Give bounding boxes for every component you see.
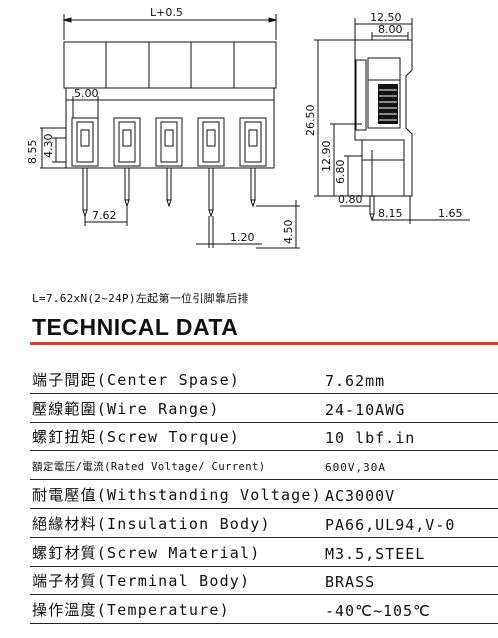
technical-data-title: TECHNICAL DATA	[32, 314, 239, 340]
spec-row-rated-voltage-current: 額定電压/電流(Rated Voltage/ Current) 600V,30A	[30, 451, 498, 481]
spec-label: 耐電壓值(Withstanding Voltage)	[32, 485, 322, 504]
spec-label: 操作溫度(Temperature)	[32, 601, 230, 620]
spec-value: M3.5,STEEL	[325, 544, 426, 563]
dim-0-80-label: 0.80	[338, 193, 363, 206]
dim-4-50-label: 4.50	[282, 220, 295, 245]
spec-row-temperature: 操作溫度(Temperature) -40℃~105℃	[30, 595, 498, 625]
dim-8-55-label: 8.55	[26, 140, 39, 165]
dim-12-90-label: 12.90	[320, 141, 333, 173]
spec-label: 絕緣材料(Insulation Body)	[32, 514, 271, 533]
dim-8-15-label: 8.15	[378, 207, 403, 220]
spec-label: 螺釘扭矩(Screw Torque)	[32, 428, 241, 447]
spec-value: BRASS	[325, 573, 376, 592]
spec-value: 600V,30A	[325, 461, 386, 475]
dim-6-80-label: 6.80	[334, 160, 347, 185]
spec-table: 端子間距(Center Spase) 7.62mm 壓線範圍(Wire Rang…	[30, 365, 498, 625]
dim-26-50-label: 26.50	[304, 105, 317, 137]
dim-1-65-label: 1.65	[438, 207, 463, 220]
spec-label: 端子間距(Center Spase)	[32, 370, 241, 389]
spec-row-terminal-body: 端子材質(Terminal Body) BRASS	[30, 567, 498, 596]
dim-7-62-label: 7.62	[92, 209, 117, 222]
spec-value: 10 lbf.in	[325, 429, 416, 448]
spec-row-insulation-body: 絕緣材料(Insulation Body) PA66,UL94,V-0	[30, 509, 498, 538]
spec-label: 額定電压/電流(Rated Voltage/ Current)	[32, 461, 266, 474]
spec-value: -40℃~105℃	[325, 602, 431, 621]
dim-8-00-label: 8.00	[378, 23, 403, 36]
length-formula: L=7.62xN(2~24P)左起第一位引脚靠后排	[32, 292, 249, 305]
spec-label: 端子材質(Terminal Body)	[32, 572, 251, 591]
dim-pitch-label: 5.00	[74, 87, 99, 100]
spec-row-screw-material: 螺釘材質(Screw Material) M3.5,STEEL	[30, 538, 498, 567]
dim-4-30-label: 4.30	[42, 134, 55, 159]
spec-label: 壓線範圍(Wire Range)	[32, 399, 220, 418]
dim-12-50-label: 12.50	[370, 11, 402, 24]
spec-row-withstanding-voltage: 耐電壓值(Withstanding Voltage) AC3000V	[30, 480, 498, 509]
technical-drawing: L+0.5 5.00 8.55 4.30 7.62 1.20 4.50 12.5…	[26, 6, 470, 249]
spec-value: AC3000V	[325, 486, 396, 505]
spec-row-wire-range: 壓線範圍(Wire Range) 24-10AWG	[30, 394, 498, 423]
dim-1-20-label: 1.20	[230, 231, 255, 244]
spec-row-center-spacing: 端子間距(Center Spase) 7.62mm	[30, 365, 498, 394]
dim-length-label: L+0.5	[150, 6, 183, 19]
spec-value: 7.62mm	[325, 371, 386, 390]
spec-label: 螺釘材質(Screw Material)	[32, 543, 261, 562]
spec-row-screw-torque: 螺釘扭矩(Screw Torque) 10 lbf.in	[30, 423, 498, 452]
title-divider	[30, 342, 498, 345]
spec-value: PA66,UL94,V-0	[325, 515, 456, 534]
spec-value: 24-10AWG	[325, 400, 406, 419]
